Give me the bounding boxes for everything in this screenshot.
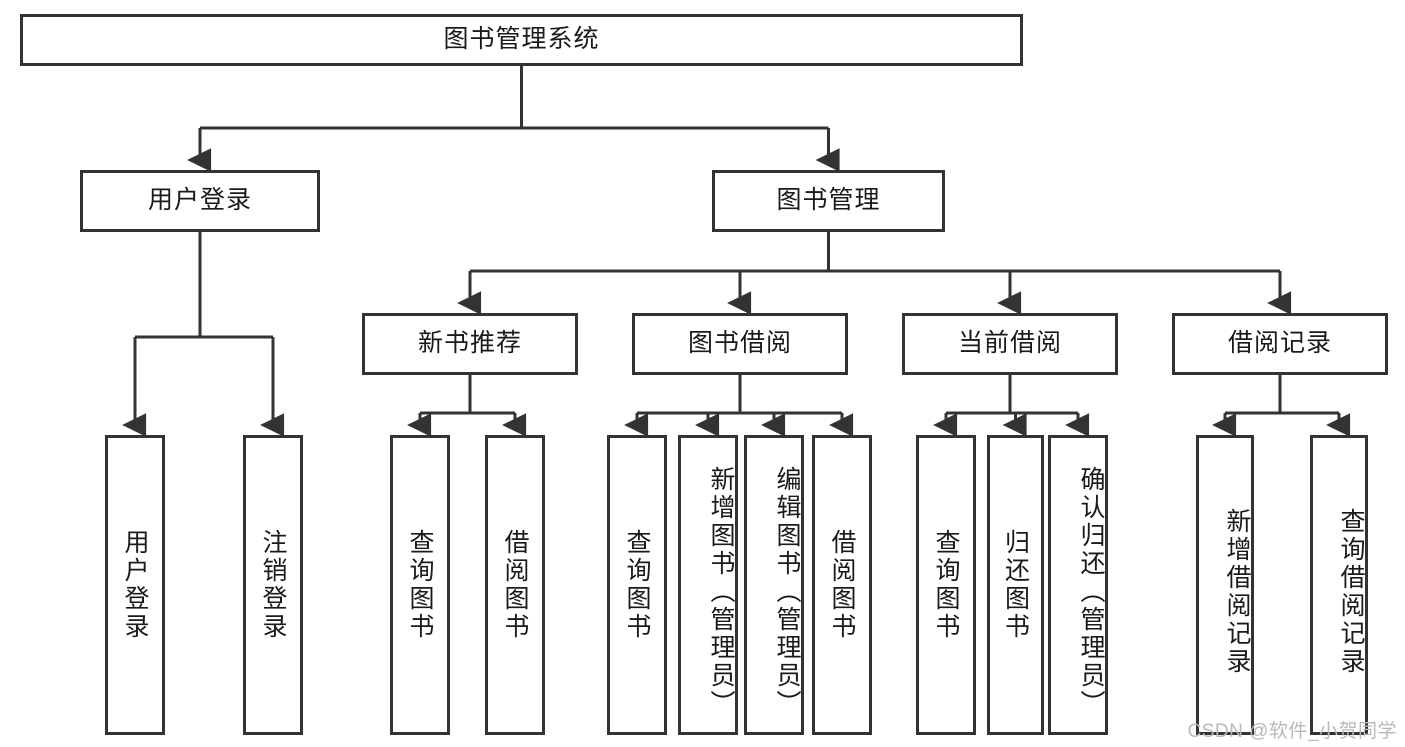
leaf-leaf-logout-login: 注销登录 [243,435,303,735]
leaf-leaf-query-book-rec-label: 查询图书 [406,529,434,641]
leaf-leaf-logout-login-label: 注销登录 [259,529,287,641]
node-book-manage-label: 图书管理 [776,186,881,215]
leaf-leaf-borrow-book-rec-label: 借阅图书 [501,529,529,641]
node-book-manage: 图书管理 [712,170,945,232]
leaf-leaf-user-login-label: 用户登录 [121,529,149,641]
leaf-leaf-query-borrow-record: 查询借阅记录 [1310,435,1368,735]
leaf-leaf-return-book: 归还图书 [987,435,1044,735]
leaf-leaf-add-borrow-record-label: 新增借阅记录 [1223,508,1251,676]
leaf-leaf-query-book-bor-label: 查询图书 [623,529,651,641]
node-current-borrow-label: 当前借阅 [957,329,1062,358]
node-book-borrow: 图书借阅 [632,313,848,375]
leaf-leaf-confirm-return-label: 确认归还（管理员） [1077,466,1105,718]
leaf-leaf-query-book-bor: 查询图书 [607,435,667,735]
leaf-leaf-query-borrow-record-label: 查询借阅记录 [1337,508,1365,676]
node-current-borrow: 当前借阅 [902,313,1118,375]
leaf-leaf-borrow-book-bor-label: 借阅图书 [828,529,856,641]
leaf-leaf-add-book-admin-label: 新增图书（管理员） [707,466,735,718]
leaf-leaf-user-login: 用户登录 [105,435,165,735]
node-borrow-record-label: 借阅记录 [1227,329,1332,358]
node-user-login-label: 用户登录 [147,186,252,215]
node-new-book-recommend: 新书推荐 [362,313,578,375]
leaf-leaf-edit-book-admin: 编辑图书（管理员） [744,435,804,735]
leaf-leaf-query-book-rec: 查询图书 [390,435,450,735]
leaf-leaf-edit-book-admin-label: 编辑图书（管理员） [773,466,801,718]
leaf-leaf-query-book-cur-label: 查询图书 [932,529,960,641]
node-borrow-record: 借阅记录 [1172,313,1388,375]
csdn-watermark: CSDN @软件_小贺同学 [1187,721,1397,742]
leaf-leaf-borrow-book-bor: 借阅图书 [812,435,872,735]
leaf-leaf-add-book-admin: 新增图书（管理员） [678,435,738,735]
node-root-label: 图书管理系统 [443,25,600,54]
leaf-leaf-query-book-cur: 查询图书 [916,435,976,735]
leaf-leaf-add-borrow-record: 新增借阅记录 [1196,435,1254,735]
node-book-borrow-label: 图书借阅 [687,329,792,358]
leaf-leaf-return-book-label: 归还图书 [1001,529,1030,641]
leaf-leaf-borrow-book-rec: 借阅图书 [485,435,545,735]
leaf-leaf-confirm-return: 确认归还（管理员） [1048,435,1108,735]
node-root: 图书管理系统 [20,14,1023,66]
node-user-login: 用户登录 [80,170,320,232]
node-new-book-recommend-label: 新书推荐 [417,329,522,358]
